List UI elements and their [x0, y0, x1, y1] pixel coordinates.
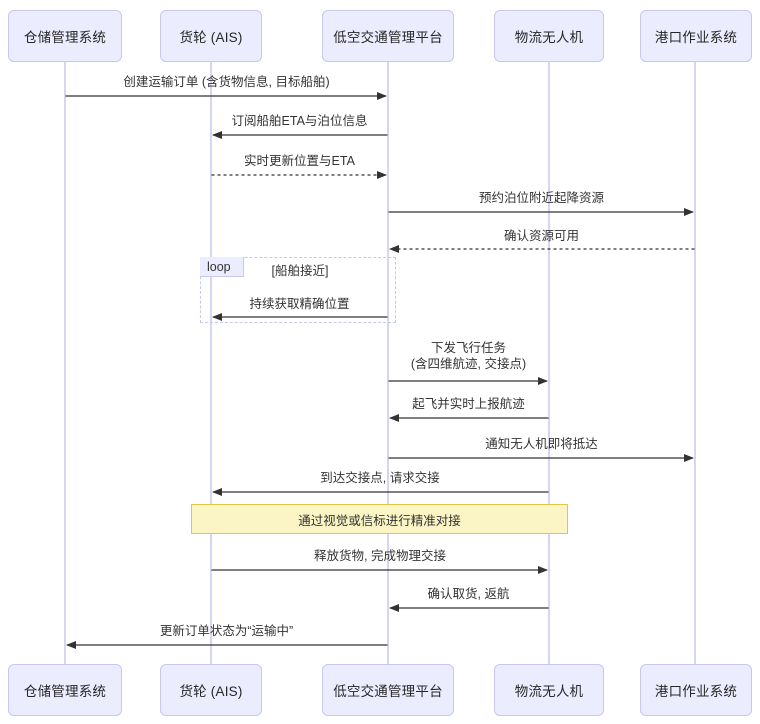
participant-label: 仓储管理系统 [23, 684, 107, 699]
note-note1: 通过视觉或信标进行精准对接 [191, 504, 568, 534]
message-label-m5: 确认资源可用 [504, 228, 579, 244]
fragment-condition-loop1: [船舶接近] [271, 264, 329, 278]
message-label-m1: 创建运输订单 (含货物信息, 目标船舶) [123, 74, 329, 90]
message-text-line2: (含四维航迹, 交接点) [410, 357, 527, 371]
fragment-loop1 [200, 257, 396, 323]
message-text: 通知无人机即将抵达 [485, 437, 598, 451]
participant-drone-bottom[interactable]: 物流无人机 [494, 664, 604, 716]
message-text: 预约泊位附近起降资源 [478, 191, 605, 205]
message-text: 确认取货, 返航 [427, 587, 510, 601]
message-text: 下发飞行任务 [430, 341, 506, 355]
participant-label: 港口作业系统 [654, 684, 738, 699]
message-text: 持续获取精确位置 [249, 297, 350, 311]
message-label-m9: 通知无人机即将抵达 [485, 436, 598, 452]
participant-label: 货轮 (AIS) [179, 684, 243, 699]
participant-ship-bottom[interactable]: 货轮 (AIS) [160, 664, 262, 716]
fragment-tag-loop1: loop [200, 257, 244, 277]
message-text: 创建运输订单 (含货物信息, 目标船舶) [123, 75, 330, 89]
message-text: 释放货物, 完成物理交接 [314, 549, 446, 563]
message-label-m2: 订阅船舶ETA与泊位信息 [232, 113, 368, 129]
participant-ship-top[interactable]: 货轮 (AIS) [160, 10, 262, 62]
message-label-m6: 持续获取精确位置 [249, 296, 349, 312]
message-label-m3: 实时更新位置与ETA [244, 153, 355, 169]
participant-wms-top[interactable]: 仓储管理系统 [8, 10, 122, 62]
message-text: 订阅船舶ETA与泊位信息 [231, 114, 368, 128]
participant-drone-top[interactable]: 物流无人机 [494, 10, 604, 62]
participant-label: 低空交通管理平台 [333, 30, 443, 45]
message-arrows [65, 92, 695, 649]
participant-port-top[interactable]: 港口作业系统 [640, 10, 752, 62]
participant-uatm-bottom[interactable]: 低空交通管理平台 [322, 664, 454, 716]
message-label-m10: 到达交接点, 请求交接 [320, 470, 439, 486]
participant-uatm-top[interactable]: 低空交通管理平台 [322, 10, 454, 62]
message-text: 更新订单状态为“运输中” [159, 624, 294, 638]
lifelines [64, 62, 696, 664]
participant-wms-bottom[interactable]: 仓储管理系统 [8, 664, 122, 716]
message-text: 到达交接点, 请求交接 [320, 471, 440, 485]
message-label-m8: 起飞并实时上报航迹 [412, 396, 525, 412]
message-text: 实时更新位置与ETA [244, 154, 355, 168]
message-label-m13: 更新订单状态为“运输中” [160, 623, 293, 639]
message-text: 起飞并实时上报航迹 [412, 397, 525, 411]
message-label-m7: 下发飞行任务 (含四维航迹, 交接点) [411, 340, 526, 372]
participant-port-bottom[interactable]: 港口作业系统 [640, 664, 752, 716]
participant-label: 港口作业系统 [654, 30, 738, 45]
message-label-m11: 释放货物, 完成物理交接 [314, 548, 446, 564]
note-text: 通过视觉或信标进行精准对接 [298, 513, 461, 528]
participant-label: 物流无人机 [514, 684, 584, 699]
participant-label: 仓储管理系统 [23, 30, 107, 45]
participant-label: 货轮 (AIS) [179, 30, 243, 45]
message-label-m4: 预约泊位附近起降资源 [479, 190, 604, 206]
message-label-m12: 确认取货, 返航 [428, 586, 510, 602]
participant-label: 物流无人机 [514, 30, 584, 45]
participant-label: 低空交通管理平台 [333, 684, 443, 699]
message-text: 确认资源可用 [503, 229, 580, 243]
